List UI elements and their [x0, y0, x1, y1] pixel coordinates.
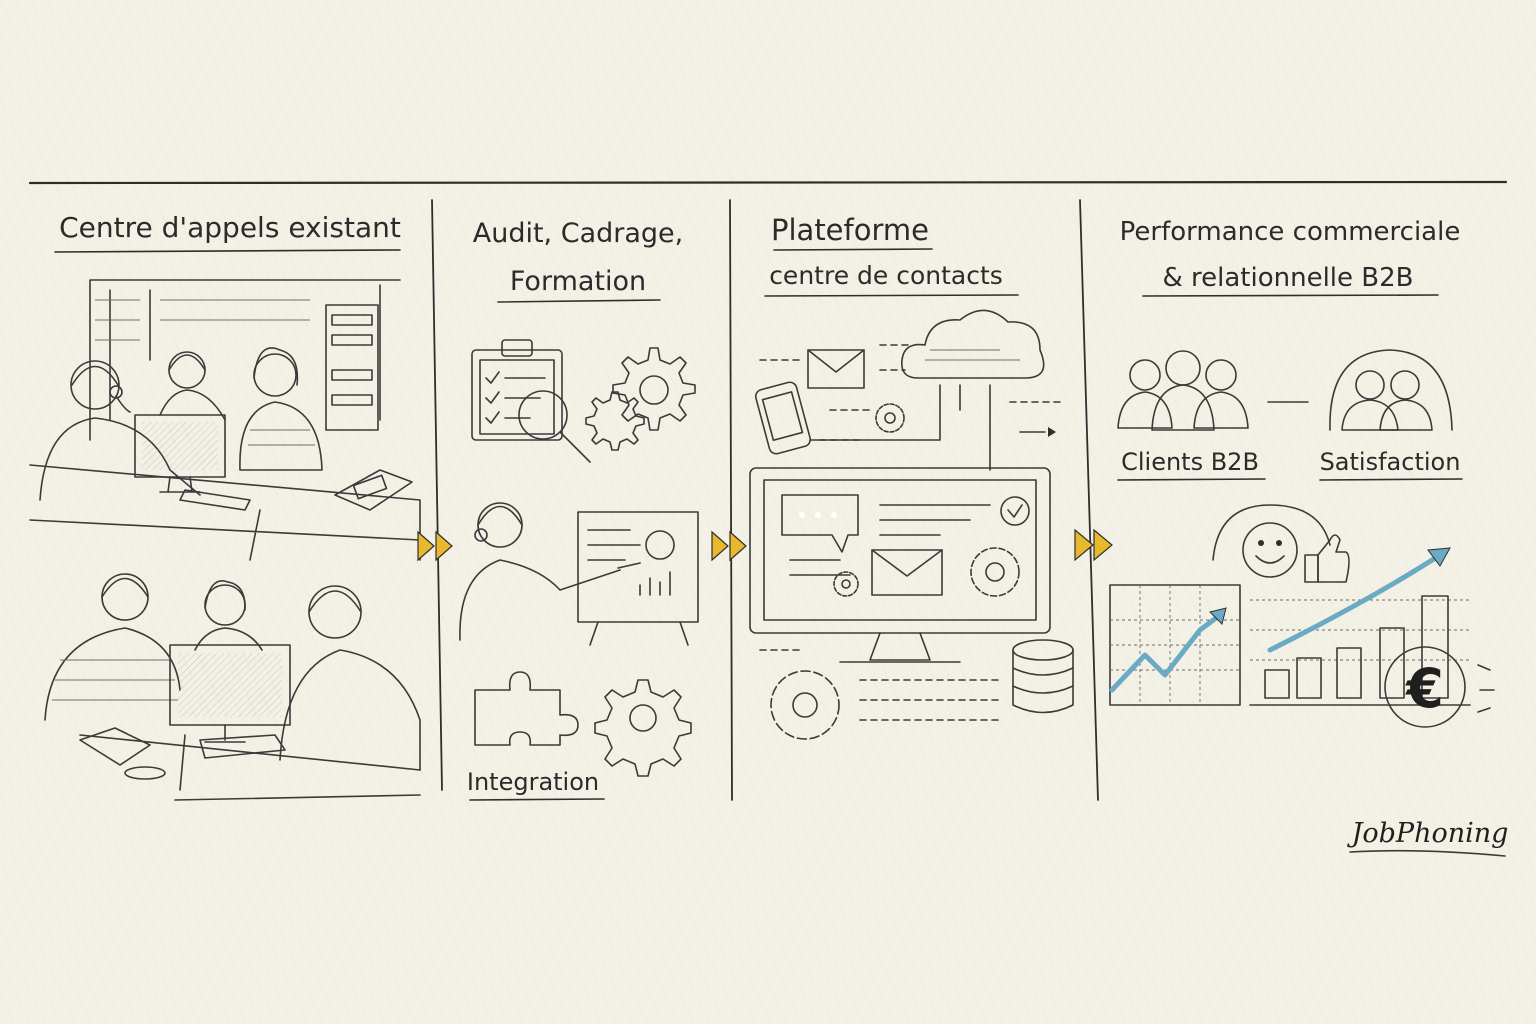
agent-6-icon: [279, 585, 421, 771]
clients-label-text: Clients B2B: [1121, 448, 1259, 476]
top-rule: [28, 180, 1508, 185]
arrow-2-icon: [711, 530, 747, 562]
divider-3: [1079, 199, 1099, 801]
keyboard-2-icon: [199, 734, 286, 759]
stage-3-title-line1: Plateforme: [771, 213, 929, 247]
agent-5-icon: [194, 580, 263, 651]
stage-1-title-line1: Centre d'appels existant: [59, 211, 401, 244]
euro-coin-icon: €: [1384, 646, 1495, 728]
divider-2: [729, 199, 733, 801]
screen-small-gear-icon: [833, 571, 859, 597]
server-rack-icon: [325, 304, 379, 431]
clients-label: Clients B2B: [1117, 448, 1266, 481]
desk-bottom: [79, 734, 421, 801]
clipboard-icon: [471, 339, 563, 441]
envelope-icon: [807, 349, 865, 389]
stage-1-title: Centre d'appels existant: [54, 211, 401, 253]
divider-1: [431, 199, 443, 791]
magnifier-icon: [518, 390, 591, 463]
screen-envelope-icon: [871, 549, 943, 596]
monitor-2-icon: [169, 644, 291, 743]
stage-3-title: Plateforme centre de contacts: [764, 213, 1019, 297]
clients-group-icon: [1117, 350, 1249, 431]
smartphone-icon: [754, 381, 812, 455]
svg-text:€: €: [1404, 657, 1444, 720]
presenter-icon: [459, 502, 641, 641]
presentation-board-icon: [577, 511, 699, 646]
bar-chart-icon: [1249, 547, 1471, 706]
satisfaction-label-text: Satisfaction: [1320, 448, 1461, 476]
satisfaction-label: Satisfaction: [1319, 448, 1463, 481]
agent-4-icon: [44, 573, 181, 721]
smiley-icon: [1212, 504, 1331, 578]
chat-bubble-icon: [781, 494, 859, 553]
desk-phone-icon: [334, 469, 413, 511]
satisfaction-group-icon: [1329, 349, 1453, 431]
database-icon: [1012, 639, 1074, 714]
bottom-gear-icon: [770, 670, 840, 740]
stage-4-title-line1: Performance commerciale: [1120, 217, 1461, 247]
keyboard-icon: [179, 489, 251, 511]
integration-label: Integration: [467, 768, 605, 801]
agent-3-icon: [239, 347, 323, 471]
signature-text: JobPhoning: [1347, 818, 1509, 849]
agent-2-icon: [159, 351, 226, 421]
gear-grey-icon: [585, 391, 645, 451]
gear-yellow-icon: [612, 347, 696, 431]
cloud-icon: [901, 309, 1045, 379]
arrow-3-icon: [1074, 528, 1113, 562]
arrow-1-icon: [417, 530, 453, 562]
stage-4-title: Performance commerciale & relationnelle …: [1120, 217, 1461, 297]
office-window-icon: [89, 279, 401, 441]
signature: JobPhoning: [1347, 818, 1509, 857]
thumbs-up-icon: [1304, 534, 1350, 583]
call-center-illustration: [29, 279, 421, 801]
gear-blue-icon: [594, 679, 692, 777]
screen-gear-icon: [970, 547, 1020, 597]
stage-2-title-line2: Formation: [510, 266, 646, 297]
check-circle-icon: [1000, 496, 1030, 526]
stage-4-title-line2: & relationnelle B2B: [1162, 263, 1413, 293]
stage-2-title-line1: Audit, Cadrage,: [473, 218, 684, 249]
desk-phone-2-icon: [79, 727, 166, 780]
integration-label-text: Integration: [467, 768, 599, 796]
line-chart-icon: [1109, 584, 1241, 706]
puzzle-icon: [474, 671, 579, 746]
main-monitor-icon: [749, 467, 1051, 663]
flow-lines: [759, 344, 1061, 721]
small-gear-icon: [875, 403, 905, 433]
stage-2-title: Audit, Cadrage, Formation: [473, 218, 684, 303]
stage-3-title-line2: centre de contacts: [769, 261, 1003, 290]
